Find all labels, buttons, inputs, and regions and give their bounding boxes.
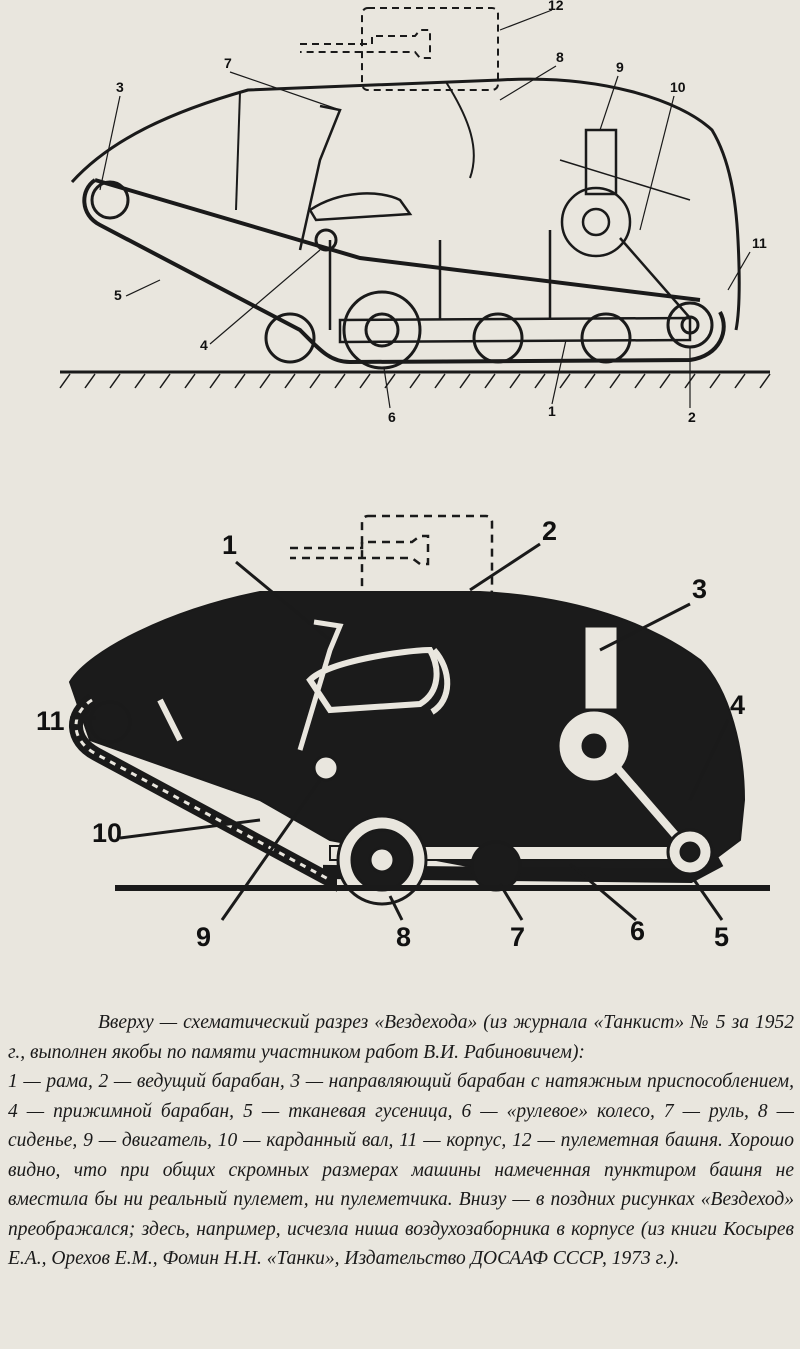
top-ground [59,370,771,389]
top-label-10: 10 [670,79,686,95]
bottom-label-8: 8 [396,922,411,952]
caption-legend: 1 — рама, 2 — ведущий барабан, 3 — напра… [8,1071,794,1269]
top-schematic-figure: 12 7 8 9 10 3 11 5 4 6 1 2 [59,0,771,425]
bottom-silhouette-figure: 1 2 3 4 11 10 9 8 7 6 5 [36,514,770,952]
bottom-label-5: 5 [714,922,729,952]
bottom-label-2: 2 [542,516,557,546]
bottom-hull [68,591,746,874]
top-hull [70,77,741,331]
top-label-8: 8 [556,49,564,65]
top-label-5: 5 [114,287,122,303]
top-turret-dashed [300,7,499,91]
top-label-1: 1 [548,403,556,419]
bottom-turret-dashed [290,514,494,598]
top-seat [298,104,413,251]
top-label-9: 9 [616,59,624,75]
bottom-label-4: 4 [730,690,745,720]
top-label-7: 7 [224,55,232,71]
top-idler-drum [90,180,130,220]
top-engine [560,128,691,319]
bottom-label-1: 1 [222,530,237,560]
bottom-label-6: 6 [630,916,645,946]
bottom-label-11: 11 [36,706,65,736]
bottom-label-9: 9 [196,922,211,952]
bottom-label-7: 7 [510,922,525,952]
top-label-4: 4 [200,337,208,353]
top-label-11: 11 [752,235,767,251]
top-label-12: 12 [548,0,564,13]
top-steering-wheel [342,290,422,370]
bottom-label-3: 3 [692,574,707,604]
top-label-6: 6 [388,409,396,425]
top-track [82,178,726,365]
top-label-2: 2 [688,409,696,425]
bottom-label-10: 10 [92,818,122,848]
bottom-labels: 1 2 3 4 11 10 9 8 7 6 5 [36,516,745,952]
caption-intro: Вверху — схематический разрез «Вездехода… [8,1012,794,1063]
top-frame [328,230,692,344]
bottom-wheels [88,700,714,906]
top-labels: 12 7 8 9 10 3 11 5 4 6 1 2 [114,0,767,425]
top-label-3: 3 [116,79,124,95]
figure-caption: Вверху — схематический разрез «Вездехода… [8,1008,794,1274]
